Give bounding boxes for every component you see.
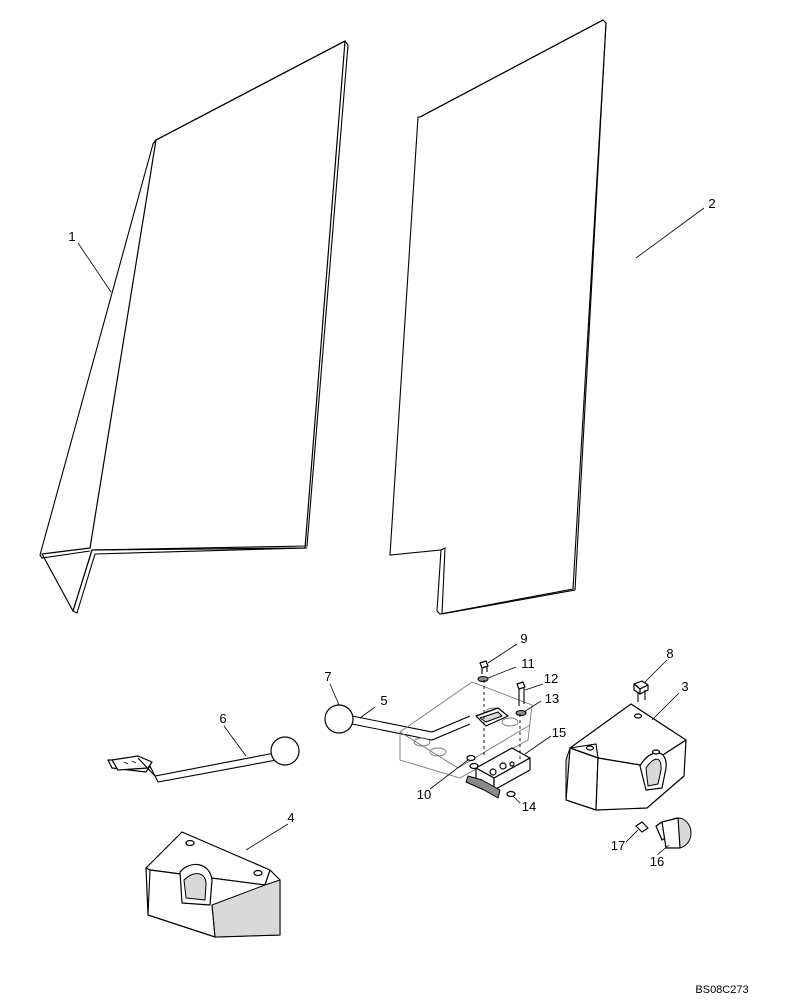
part-15-latch-assembly — [465, 707, 531, 799]
callout-3: 3 — [681, 679, 688, 694]
part-5-linkage-rod — [351, 715, 471, 741]
drawing-code-label: BS08C273 — [695, 984, 748, 996]
part-4-lower-cover — [145, 831, 281, 938]
callout-10: 10 — [417, 787, 431, 802]
callout-7: 7 — [324, 669, 331, 684]
callout-12: 12 — [544, 671, 558, 686]
callout-17: 17 — [611, 838, 625, 853]
callout-9: 9 — [520, 631, 527, 646]
part-13-washer — [515, 710, 527, 716]
part-11-washer — [477, 676, 489, 682]
callout-4: 4 — [287, 810, 294, 825]
part-8-flange-bolt — [633, 680, 649, 702]
callout-1: 1 — [68, 229, 75, 244]
part-7-ball-knob — [324, 704, 354, 734]
part-2-right-glass-panel — [389, 19, 607, 615]
callout-6: 6 — [219, 711, 226, 726]
callout-5: 5 — [380, 693, 387, 708]
callout-15: 15 — [552, 725, 566, 740]
part-3-right-cover — [565, 703, 687, 811]
part-10-nut — [466, 754, 479, 770]
callout-13: 13 — [545, 691, 559, 706]
part-14-nut — [506, 790, 516, 798]
callout-16: 16 — [650, 854, 664, 869]
part-9-bolt — [479, 660, 489, 674]
callout-14: 14 — [522, 799, 536, 814]
part-1-left-glass-panel — [39, 40, 349, 614]
part-6-lever-with-knob — [107, 736, 300, 783]
part-12-bolt — [516, 681, 526, 706]
part-17-nut — [635, 821, 649, 833]
callout-labels: 1 2 3 4 5 6 7 8 9 10 11 12 13 14 15 16 1… — [68, 196, 715, 869]
part-16-rubber-bumper — [655, 817, 692, 849]
callout-8: 8 — [666, 646, 673, 661]
callout-11: 11 — [521, 656, 535, 671]
leader-lines — [77, 207, 705, 856]
callout-2: 2 — [708, 196, 715, 211]
